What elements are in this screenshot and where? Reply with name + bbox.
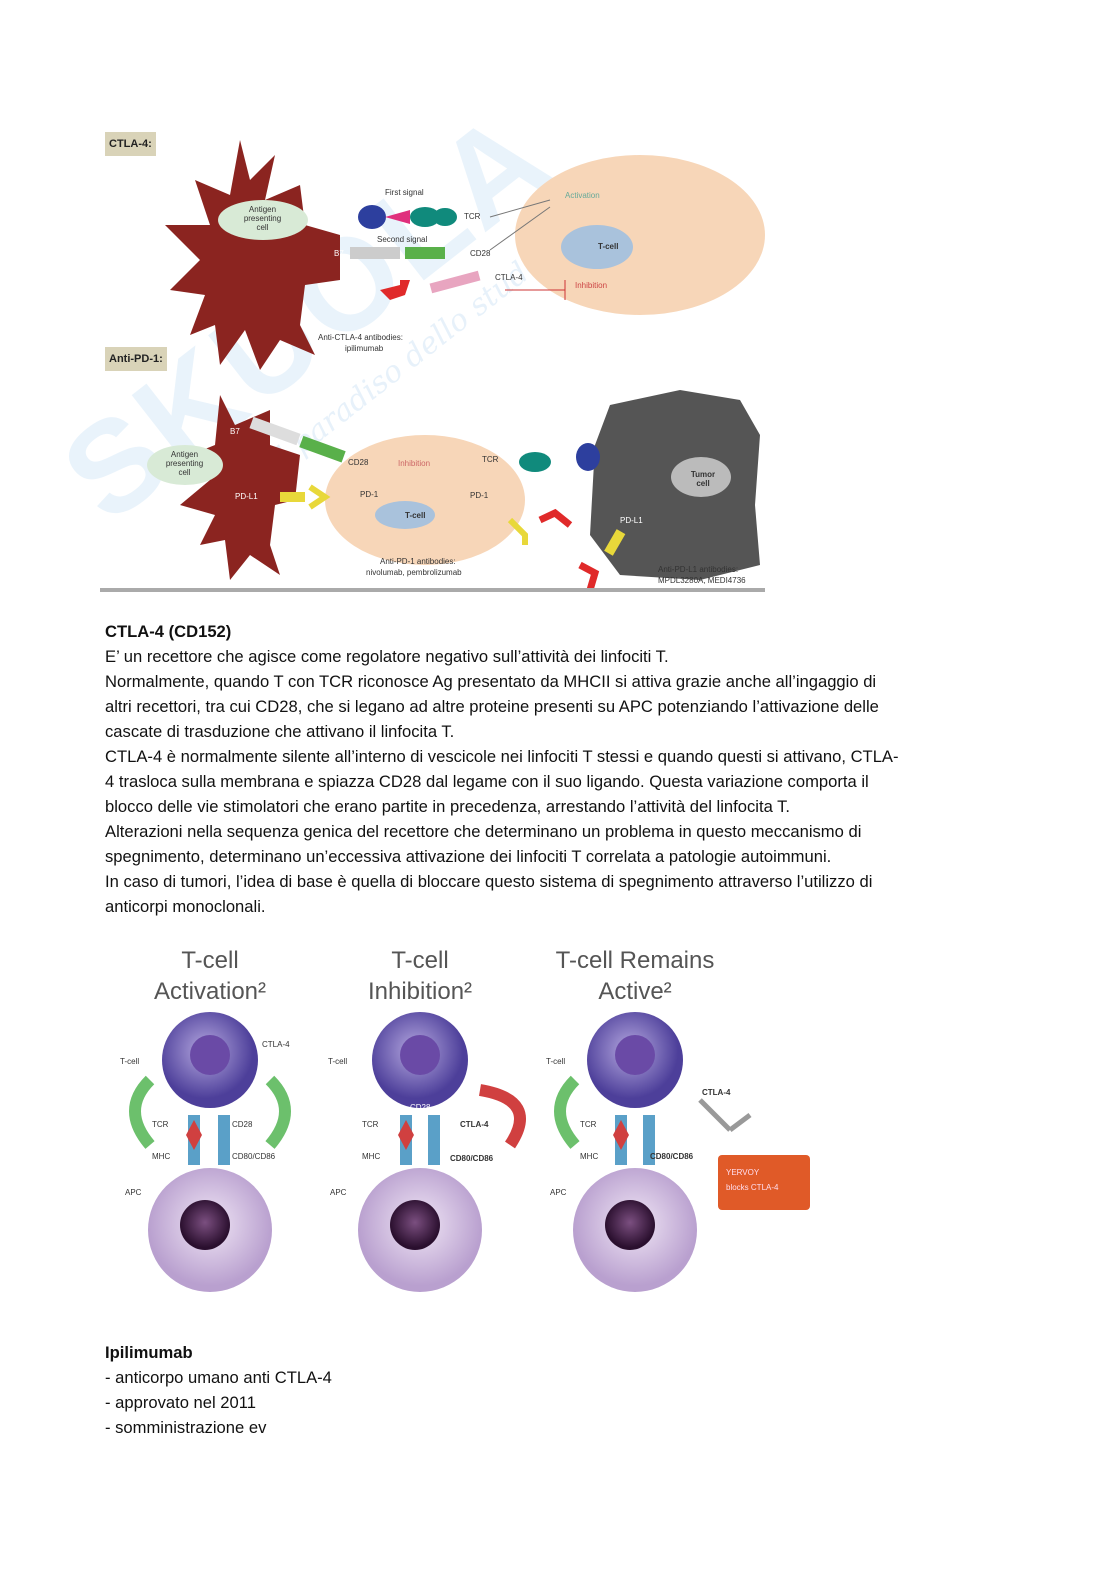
tcr-label: TCR <box>152 1120 169 1129</box>
paragraph-line: E’ un recettore che agisce come regolato… <box>105 647 669 666</box>
ipilimumab-section: Ipilimumab - anticorpo umano anti CTLA-4… <box>105 1340 1005 1440</box>
tcell-shape <box>515 155 765 315</box>
tcell-label: T-cell <box>328 1057 348 1066</box>
paragraph-line: In caso di tumori, l’idea di base è quel… <box>105 872 873 891</box>
tcr-label: TCR <box>580 1120 597 1129</box>
paragraph-line: 4 trasloca sulla membrana e spiazza CD28… <box>105 772 869 791</box>
mhc-label: MHC <box>328 222 347 231</box>
panel-title-line: Inhibition² <box>367 978 473 1005</box>
tcell-label-2: T-cell <box>405 511 426 520</box>
apc-label: APC <box>550 1188 567 1197</box>
cd28-label: CD28 <box>410 1103 431 1112</box>
activation-label: Activation <box>565 191 600 200</box>
yervoy-label: YERVOY <box>726 1168 760 1177</box>
paragraph-line: anticorpi monoclonali. <box>105 897 266 916</box>
ctla4-label: CTLA-4 <box>262 1040 290 1049</box>
paragraph-line: altri recettori, tra cui CD28, che si le… <box>105 697 879 716</box>
ctla4-section: CTLA-4 (CD152) E’ un recettore che agisc… <box>105 619 1005 919</box>
panel-title-line: Activation² <box>153 978 267 1005</box>
cd80-label: CD80/CD86 <box>650 1152 694 1161</box>
panel-shapes <box>129 1012 810 1292</box>
paragraph-line: CTLA-4 è normalmente silente all’interno… <box>105 747 899 766</box>
diagram-shapes <box>100 140 765 592</box>
tcell-label: T-cell <box>598 242 619 251</box>
panel-title-line: T-cell <box>391 947 449 974</box>
tcr-label: TCR <box>464 212 481 221</box>
ctla4-label: CTLA-4 <box>495 273 523 282</box>
anti-pd1-tag: Anti-PD-1: <box>105 347 167 371</box>
yervoy-blocks-label: blocks CTLA-4 <box>726 1183 779 1192</box>
b7-label-2: B7 <box>230 427 240 436</box>
list-item: - approvato nel 2011 <box>105 1393 256 1412</box>
anti-pd1-label: Anti-PD-1 antibodies: <box>380 557 456 566</box>
cd80-label: CD80/CD86 <box>232 1152 276 1161</box>
apc-label-2: Antigen presenting cell <box>165 450 204 477</box>
mhc-label: MHC <box>152 1152 171 1161</box>
paragraph-line: cascate di trasduzione che attivano il l… <box>105 722 455 741</box>
apc-label: APC <box>330 1188 347 1197</box>
anti-pdl1-label: Anti-PD-L1 antibodies: <box>658 565 739 574</box>
pd1-label-2: PD-1 <box>470 491 489 500</box>
paragraph-line: blocco delle vie stimolatori che erano p… <box>105 797 791 816</box>
apc-cell-shape-2 <box>180 395 300 580</box>
panel-title-line: Active² <box>598 978 672 1005</box>
figure-ctla4-pd1-diagram: CTLA-4: Antigen presenting cell MHC B7 F… <box>100 125 770 595</box>
tcr-label: TCR <box>362 1120 379 1129</box>
paragraph-line: spegnimento, determinano un’eccessiva at… <box>105 847 832 866</box>
b7-label: B7 <box>334 249 344 258</box>
inhibition-label: Inhibition <box>575 281 608 290</box>
first-signal-label: First signal <box>385 188 424 197</box>
tcell-label: T-cell <box>120 1057 140 1066</box>
tcell-nucleus <box>561 225 633 269</box>
apc-label: APC <box>125 1188 142 1197</box>
inhibition-label-2: Inhibition <box>398 459 431 468</box>
ctla4-tag: CTLA-4: <box>105 132 156 156</box>
anti-ctla4-label: Anti-CTLA-4 antibodies: <box>318 333 403 342</box>
panel-title-line: T-cell <box>181 947 239 974</box>
tumor-cell-label: Tumor cell <box>690 470 716 488</box>
pdl1-label: PD-L1 <box>235 492 258 501</box>
panel-title-line: T-cell Remains <box>555 947 715 974</box>
panel-1-cells <box>129 1012 291 1292</box>
paragraph-line: Normalmente, quando T con TCR riconosce … <box>105 672 877 691</box>
mhc-label: MHC <box>580 1152 599 1161</box>
apc-label: Antigen presenting cell <box>243 205 282 232</box>
mpdl-label: MPDL3280A, MEDI4736 <box>658 576 746 585</box>
cd28-label: CD28 <box>470 249 491 258</box>
mhc-label: MHC <box>362 1152 381 1161</box>
nivolumab-label: nivolumab, pembrolizumab <box>366 568 462 577</box>
panel-2-cells <box>358 1012 526 1292</box>
tcr-label-2: TCR <box>482 455 499 464</box>
ctla4-label: CTLA-4 <box>460 1120 489 1129</box>
list-item: - somministrazione ev <box>105 1418 267 1437</box>
cd28-label-2: CD28 <box>348 458 369 467</box>
pd1-label: PD-1 <box>360 490 379 499</box>
cd28-label: CD28 <box>232 1120 253 1129</box>
ctla4-label: CTLA-4 <box>702 1088 731 1097</box>
apc-nucleus <box>218 200 308 240</box>
pdl1-label-2: PD-L1 <box>620 516 643 525</box>
ipilimumab-label: ipilimumab <box>345 344 384 353</box>
second-signal-label: Second signal <box>377 235 428 244</box>
apc-cell-shape <box>165 140 340 370</box>
cd80-label: CD80/CD86 <box>450 1154 494 1163</box>
panel-3-cells <box>554 1012 810 1292</box>
paragraph-line: Alterazioni nella sequenza genica del re… <box>105 822 862 841</box>
section-heading: Ipilimumab <box>105 1343 193 1362</box>
tcell-label: T-cell <box>546 1057 566 1066</box>
list-item: - anticorpo umano anti CTLA-4 <box>105 1368 332 1387</box>
section-heading: CTLA-4 (CD152) <box>105 622 232 641</box>
